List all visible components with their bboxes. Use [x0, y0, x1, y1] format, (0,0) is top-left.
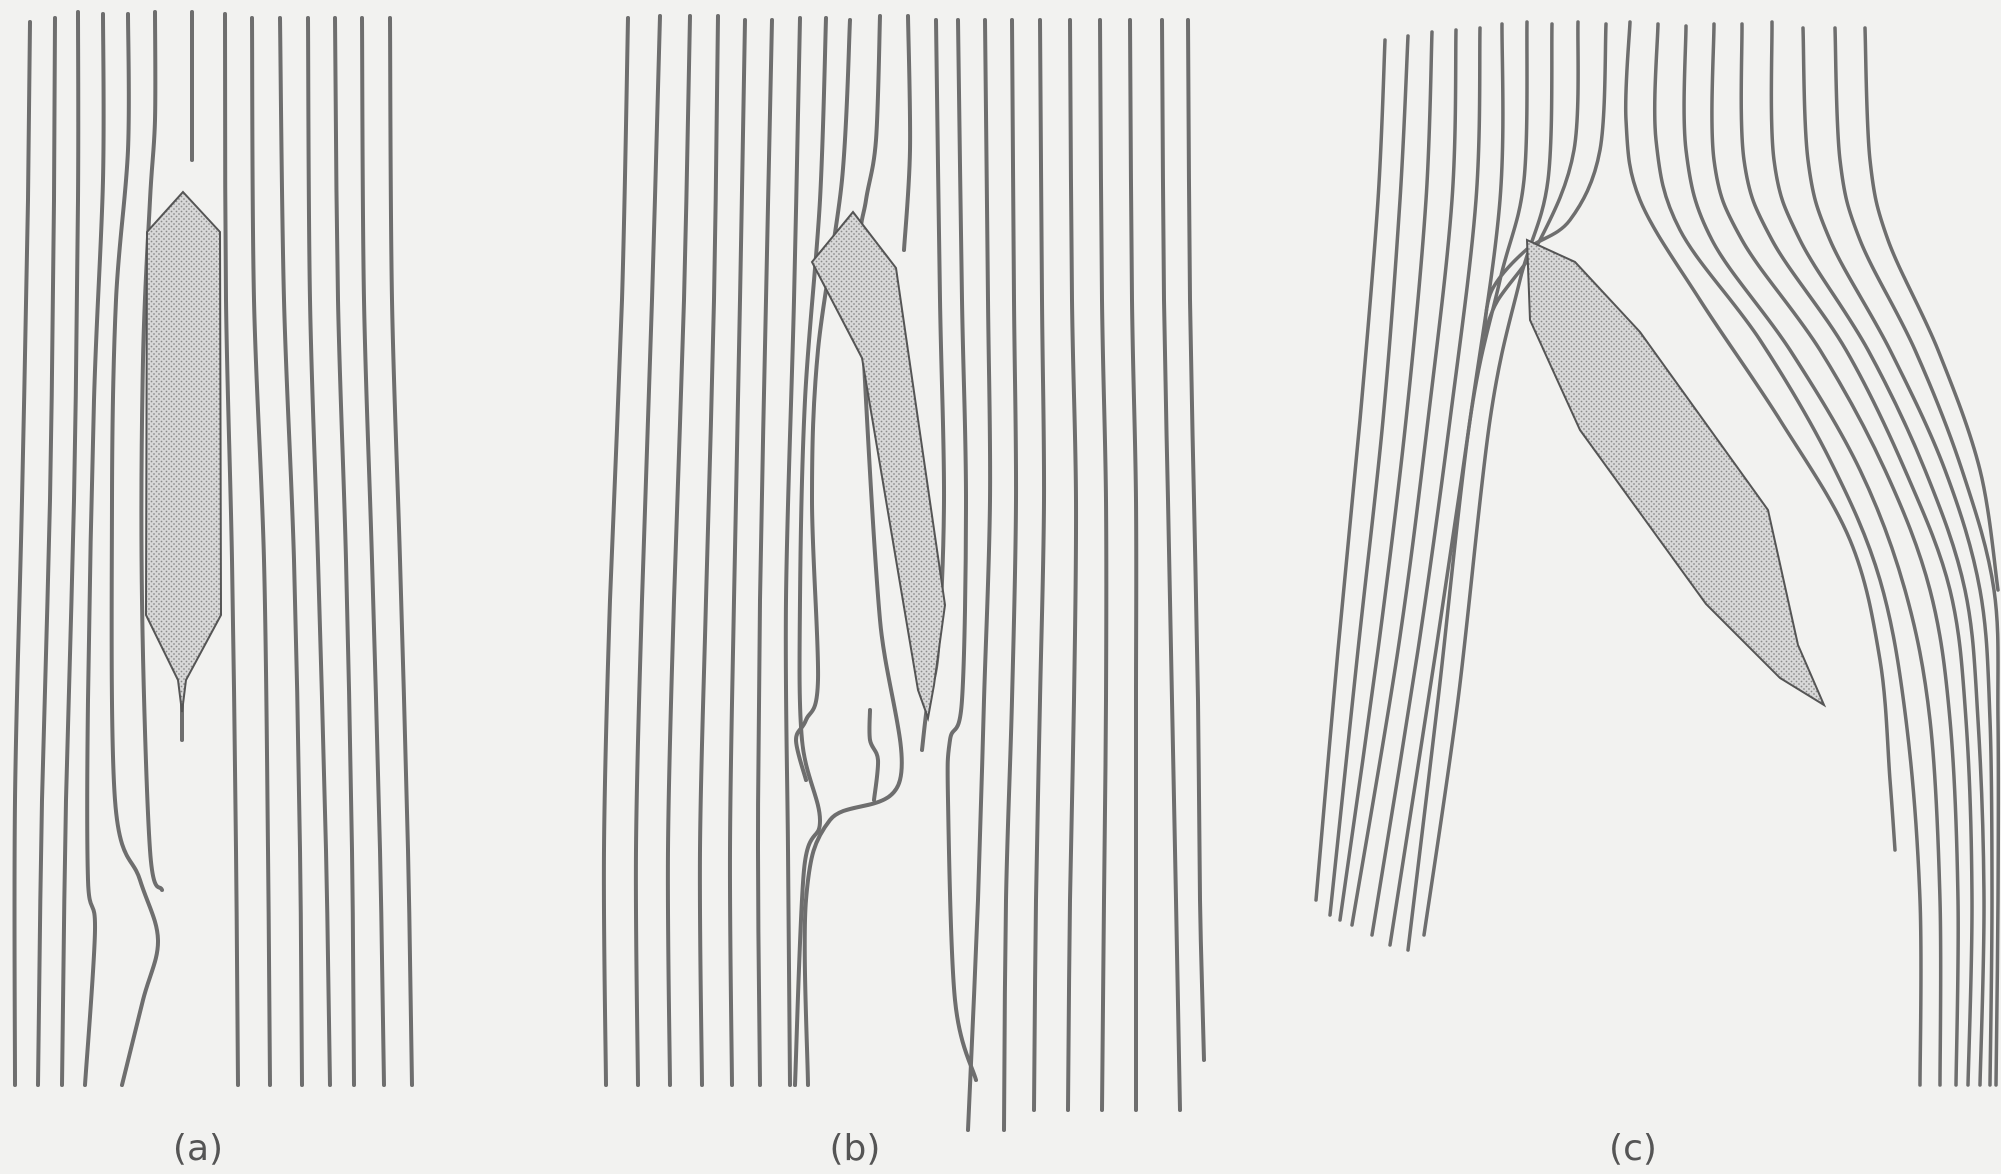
panel-b	[604, 16, 1204, 1130]
streamline-b	[1100, 20, 1106, 1110]
streamline-a-right	[280, 18, 302, 1085]
panel-c	[1316, 22, 1998, 1085]
streamline-a-right	[362, 18, 384, 1085]
streamline-b	[869, 710, 878, 800]
streamline-b	[730, 20, 745, 1085]
panel-a	[14, 12, 412, 1085]
streamline-c-left	[1408, 22, 1527, 950]
streamline-b	[604, 18, 628, 1085]
streamline-b	[758, 20, 772, 1085]
streamline-b	[968, 20, 990, 1130]
panel-label-c: (c)	[1609, 1128, 1657, 1169]
streamline-b	[786, 18, 800, 1085]
panel-label-b: (b)	[830, 1128, 881, 1169]
streamline-a-right	[335, 18, 354, 1085]
particle-c	[1527, 240, 1824, 705]
streamline-c-left	[1352, 30, 1456, 925]
streamline-c-left	[1390, 24, 1503, 945]
streamline-a-right	[225, 14, 238, 1085]
streamline-b	[1130, 20, 1136, 1110]
streamline-b	[1068, 20, 1076, 1110]
particle-b	[812, 212, 945, 718]
streamline-b	[1162, 20, 1180, 1110]
streamline-b	[795, 18, 826, 1085]
streamline-b	[1004, 20, 1016, 1130]
streamline-a-right	[390, 18, 412, 1085]
panel-label-a: (a)	[173, 1128, 223, 1169]
streamline-c-right	[1771, 22, 1984, 1085]
streamline-b	[1034, 20, 1044, 1110]
streamline-b	[904, 16, 910, 250]
streamline-a-left	[38, 18, 55, 1085]
streamline-c-left	[1316, 40, 1385, 900]
streamline-c-right	[1803, 28, 1992, 1085]
streamline-b	[636, 16, 660, 1085]
streamline-a-right	[308, 18, 330, 1085]
streamline-a-left	[85, 14, 104, 1085]
streamline-b	[948, 20, 976, 1080]
streamline-a-left	[14, 22, 30, 1085]
streamline-c-right	[1865, 28, 1998, 590]
streamline-b	[1188, 20, 1204, 1060]
streamline-a-left	[62, 12, 78, 1085]
streamline-a-right	[252, 18, 270, 1085]
streamline-b	[700, 16, 718, 1085]
streamline-b	[668, 16, 690, 1085]
particle-a	[146, 192, 221, 712]
